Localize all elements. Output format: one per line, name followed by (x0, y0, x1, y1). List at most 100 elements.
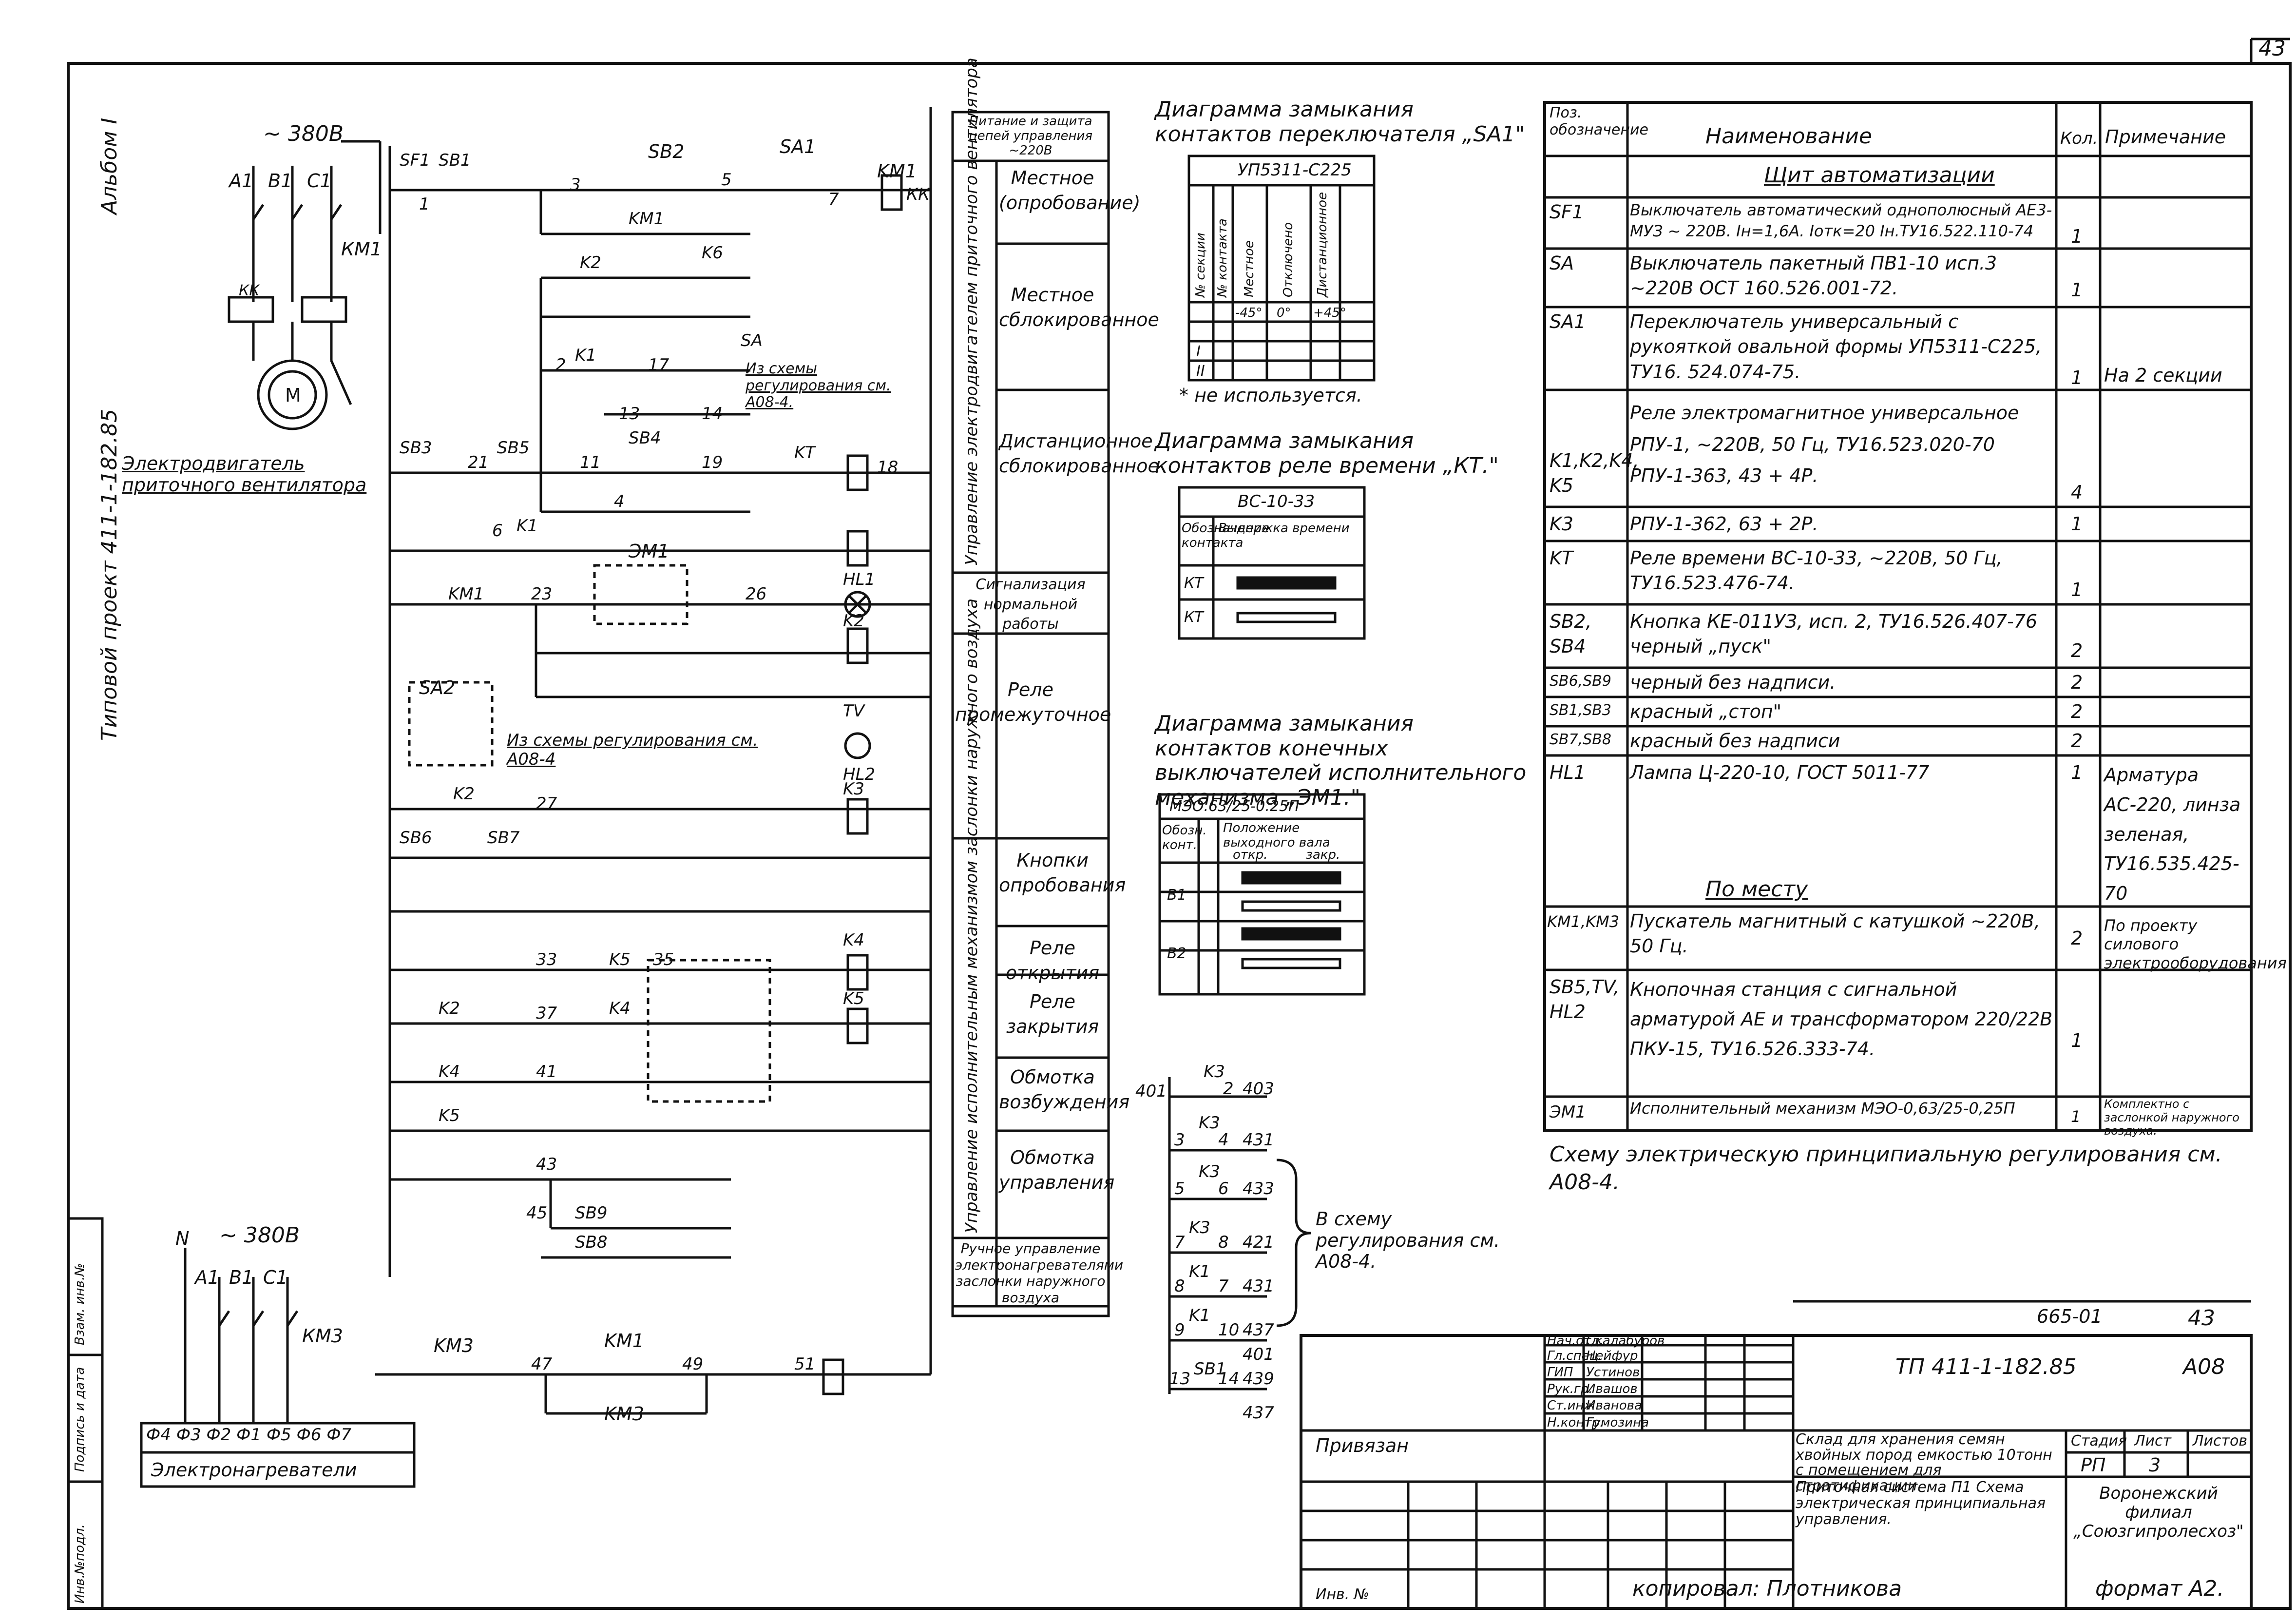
k1-contact-9: 9 (1174, 1320, 1185, 1340)
motor-symbol: М (285, 385, 301, 406)
k3-contact-6: 6 (1218, 1179, 1229, 1198)
kt-contact-label: KT (794, 443, 816, 463)
wire-6: 6 (492, 521, 503, 541)
spec-pos-km: KM1,KM3 (1547, 912, 1620, 931)
k1-rung-label: K1 (517, 516, 538, 536)
spec-pos-k3: K3 (1550, 513, 1574, 535)
phase-a1: A1 (229, 170, 254, 192)
sf1-label: SF1 (400, 151, 430, 170)
spec-note-em1: Комплектно с заслонкой наружного воздуха… (2104, 1097, 2239, 1138)
em-head-open: откр. (1233, 848, 1268, 862)
em-head-close: закр. (1306, 848, 1340, 862)
sa1-angle-2: 0° (1277, 306, 1291, 320)
name-6: Гумозина (1586, 1415, 1649, 1430)
regulation-note: Схему электрическую принципиальную регул… (1550, 1142, 2222, 1195)
spec-qty-sf1: 1 (2071, 226, 2083, 247)
spec-section-onsite: По месту (1705, 877, 1808, 902)
km1-coil-label: KM1 (877, 160, 917, 182)
k3-wire-433: 433 (1243, 1179, 1274, 1198)
k3-wire-401: 401 (1135, 1082, 1167, 1101)
sheet-label: Лист (2134, 1432, 2172, 1449)
title-object: Склад для хранения семян хвойных пород е… (1796, 1431, 2052, 1494)
function-table-header: Питание и защита цепей управления ~220В (968, 114, 1093, 158)
k1-contact-8: 8 (1174, 1276, 1185, 1296)
k2-nc-label: K2 (439, 999, 460, 1018)
k3-contact-7: 7 (1174, 1233, 1185, 1252)
motor-caption: Электродвигатель приточного вентилятора (122, 453, 367, 496)
spec-name-sb2: Кнопка КЕ-011УЗ, исп. 2, ТУ16.526.407-76… (1630, 611, 2038, 657)
wire-51: 51 (794, 1354, 816, 1374)
spec-name-kt: Реле времени ВС-10-33, ~220В, 50 Гц, ТУ1… (1630, 547, 2003, 594)
spec-pos-sb7: SB7,SB8 (1550, 731, 1611, 748)
name-4: Ивашов (1586, 1382, 1638, 1396)
sb-wire-439: 439 (1243, 1369, 1274, 1389)
km1-rung-label: KM1 (448, 584, 484, 604)
k3-coil-label: K3 (843, 779, 864, 799)
spec-qty-kt: 1 (2071, 579, 2083, 600)
tv-label: TV (843, 701, 865, 721)
sb1-block-label: SB1 (1194, 1359, 1226, 1379)
phase-b1: B1 (268, 170, 293, 192)
spec-name-sb5: Кнопочная станция с сигнальной арматурой… (1630, 979, 2053, 1060)
spec-head-note: Примечание (2105, 126, 2226, 148)
neutral-label: N (175, 1228, 190, 1249)
spec-name-hl1: Лампа Ц-220-10, ГОСТ 5011-77 (1630, 762, 1930, 783)
k2-contact-label: K2 (580, 253, 601, 272)
k3-label-3: K3 (1199, 1162, 1220, 1181)
k5-coil-label: K5 (843, 989, 864, 1008)
spec-name-sa: Выключатель пакетный ПВ1-10 исп.3 ~220В … (1630, 252, 1997, 299)
k3-label-2: K3 (1199, 1113, 1220, 1133)
k4-coil-label: K4 (843, 930, 864, 950)
sa1-row-1: I (1196, 343, 1201, 360)
wire-26: 26 (746, 584, 767, 604)
title-designation: ТП 411-1-182.85 (1895, 1354, 2077, 1379)
wire-43: 43 (536, 1155, 557, 1174)
sa1-angle-3: +45° (1313, 306, 1346, 320)
sa1-angle-1: -45° (1235, 306, 1263, 320)
spec-qty-k3: 1 (2071, 513, 2083, 535)
title-privyazan: Привязан (1316, 1435, 1409, 1456)
wire-18: 18 (877, 458, 899, 477)
sa1-label: SA1 (780, 136, 816, 157)
function-row-remote: Дистанционное сблокированное (999, 430, 1159, 477)
k1-wire-401: 401 (1243, 1345, 1274, 1364)
spec-name-sb1: красный „стоп" (1630, 701, 1782, 722)
spec-pos-relays: K1,K2,K4, K5 (1550, 450, 1639, 497)
sa-note: Из схемы регулирования см. А08-4. (746, 360, 891, 411)
name-1: Скалабуров (1586, 1333, 1665, 1348)
kt-head-contact: Обозначение контакта (1182, 521, 1270, 550)
k2-rung-label: K2 (453, 784, 475, 804)
wire-37: 37 (536, 1004, 557, 1023)
footer-format: формат А2. (2095, 1576, 2224, 1601)
spec-note-km: По проекту силового электрооборудования (2104, 916, 2287, 972)
role-6: Н.контр. (1547, 1415, 1604, 1430)
stage-value: РП (2081, 1454, 2106, 1476)
sa2-note: Из схемы регулирования см. А08-4 (507, 731, 758, 770)
k3-wire-421: 421 (1243, 1233, 1274, 1252)
spec-qty-sb7: 2 (2071, 730, 2083, 752)
k1-contact-7: 7 (1218, 1276, 1229, 1296)
sa1-diagram-title: Диаграмма замыкания контактов переключат… (1155, 97, 1525, 147)
wire-14: 14 (702, 404, 723, 424)
em-head-position: Положение выходного вала (1223, 821, 1330, 850)
sa-contact-label: SA (741, 331, 763, 350)
em-model: МЭО.63/25-0.25П (1169, 798, 1300, 815)
sb-contact-14: 14 (1218, 1369, 1240, 1389)
sa1-col-off: Отключено (1281, 222, 1296, 297)
wire-35: 35 (653, 950, 674, 969)
k3-label-1: K3 (1204, 1062, 1225, 1082)
k5-rung-label: K5 (439, 1106, 460, 1125)
spec-qty-km: 2 (2071, 927, 2083, 949)
sa1-note: * не используется. (1179, 385, 1362, 406)
stamp-sign-label: Подпись и дата (73, 1367, 87, 1472)
spec-name-sb6: черный без надписи. (1630, 672, 1836, 693)
spec-qty-sb5: 1 (2071, 1030, 2083, 1051)
km3-power-label: КМ3 (302, 1325, 343, 1347)
em-head-contact: Обозн. конт. (1162, 823, 1207, 852)
title-inv: Инв. № (1316, 1586, 1370, 1603)
heater-voltage-label: ~ 380В (219, 1223, 300, 1248)
sb3-label: SB3 (400, 438, 432, 458)
k1-wire-431: 431 (1243, 1276, 1274, 1296)
k3-wire-431: 431 (1243, 1130, 1274, 1150)
